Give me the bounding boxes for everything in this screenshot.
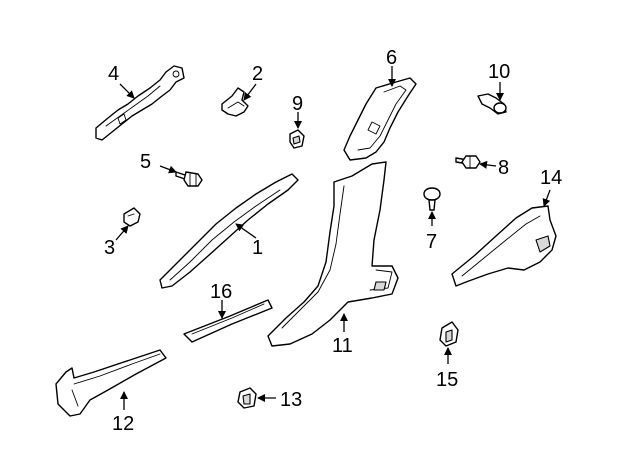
part-6-pillar-trim: [343, 77, 417, 161]
callout-15: 15: [436, 369, 458, 391]
callout-3: 3: [104, 237, 115, 259]
part-13-clip: [237, 387, 257, 409]
part-15-clip: [439, 321, 459, 347]
callout-13: 13: [280, 389, 302, 411]
callout-12: 12: [112, 413, 134, 435]
part-4-bracket: [95, 65, 185, 141]
callout-9: 9: [292, 93, 303, 115]
part-14-quarter-trim: [451, 205, 557, 287]
callout-8: 8: [498, 157, 509, 179]
part-2-bracket: [221, 87, 249, 117]
callout-10: 10: [488, 61, 510, 83]
part-12-scuff-plate: [55, 349, 167, 417]
leader-line-5: [159, 165, 177, 174]
callout-1: 1: [252, 237, 263, 259]
leader-line-4: [119, 83, 135, 99]
leader-line-2: [243, 83, 257, 101]
callout-7: 7: [426, 231, 437, 253]
callout-5: 5: [140, 151, 151, 173]
part-1-trim-strip: [159, 173, 299, 289]
callout-4: 4: [108, 63, 119, 85]
callout-11: 11: [332, 335, 353, 357]
leader-line-8: [479, 160, 497, 169]
part-8-bolt: [455, 155, 481, 169]
callout-2: 2: [252, 63, 263, 85]
part-16-sill-plate: [183, 299, 273, 343]
part-3-clip: [123, 207, 141, 227]
leader-line-14: [542, 189, 551, 207]
callout-14: 14: [540, 167, 562, 189]
callout-6: 6: [386, 47, 397, 69]
part-10-clip: [477, 93, 507, 115]
part-7-push-pin: [423, 187, 441, 211]
leader-line-1: [235, 223, 257, 239]
part-9-clip: [289, 129, 305, 149]
part-11-pillar-trim: [267, 161, 399, 347]
callout-16: 16: [210, 281, 232, 303]
part-5-bolt: [175, 171, 203, 187]
leader-line-3: [115, 225, 129, 241]
